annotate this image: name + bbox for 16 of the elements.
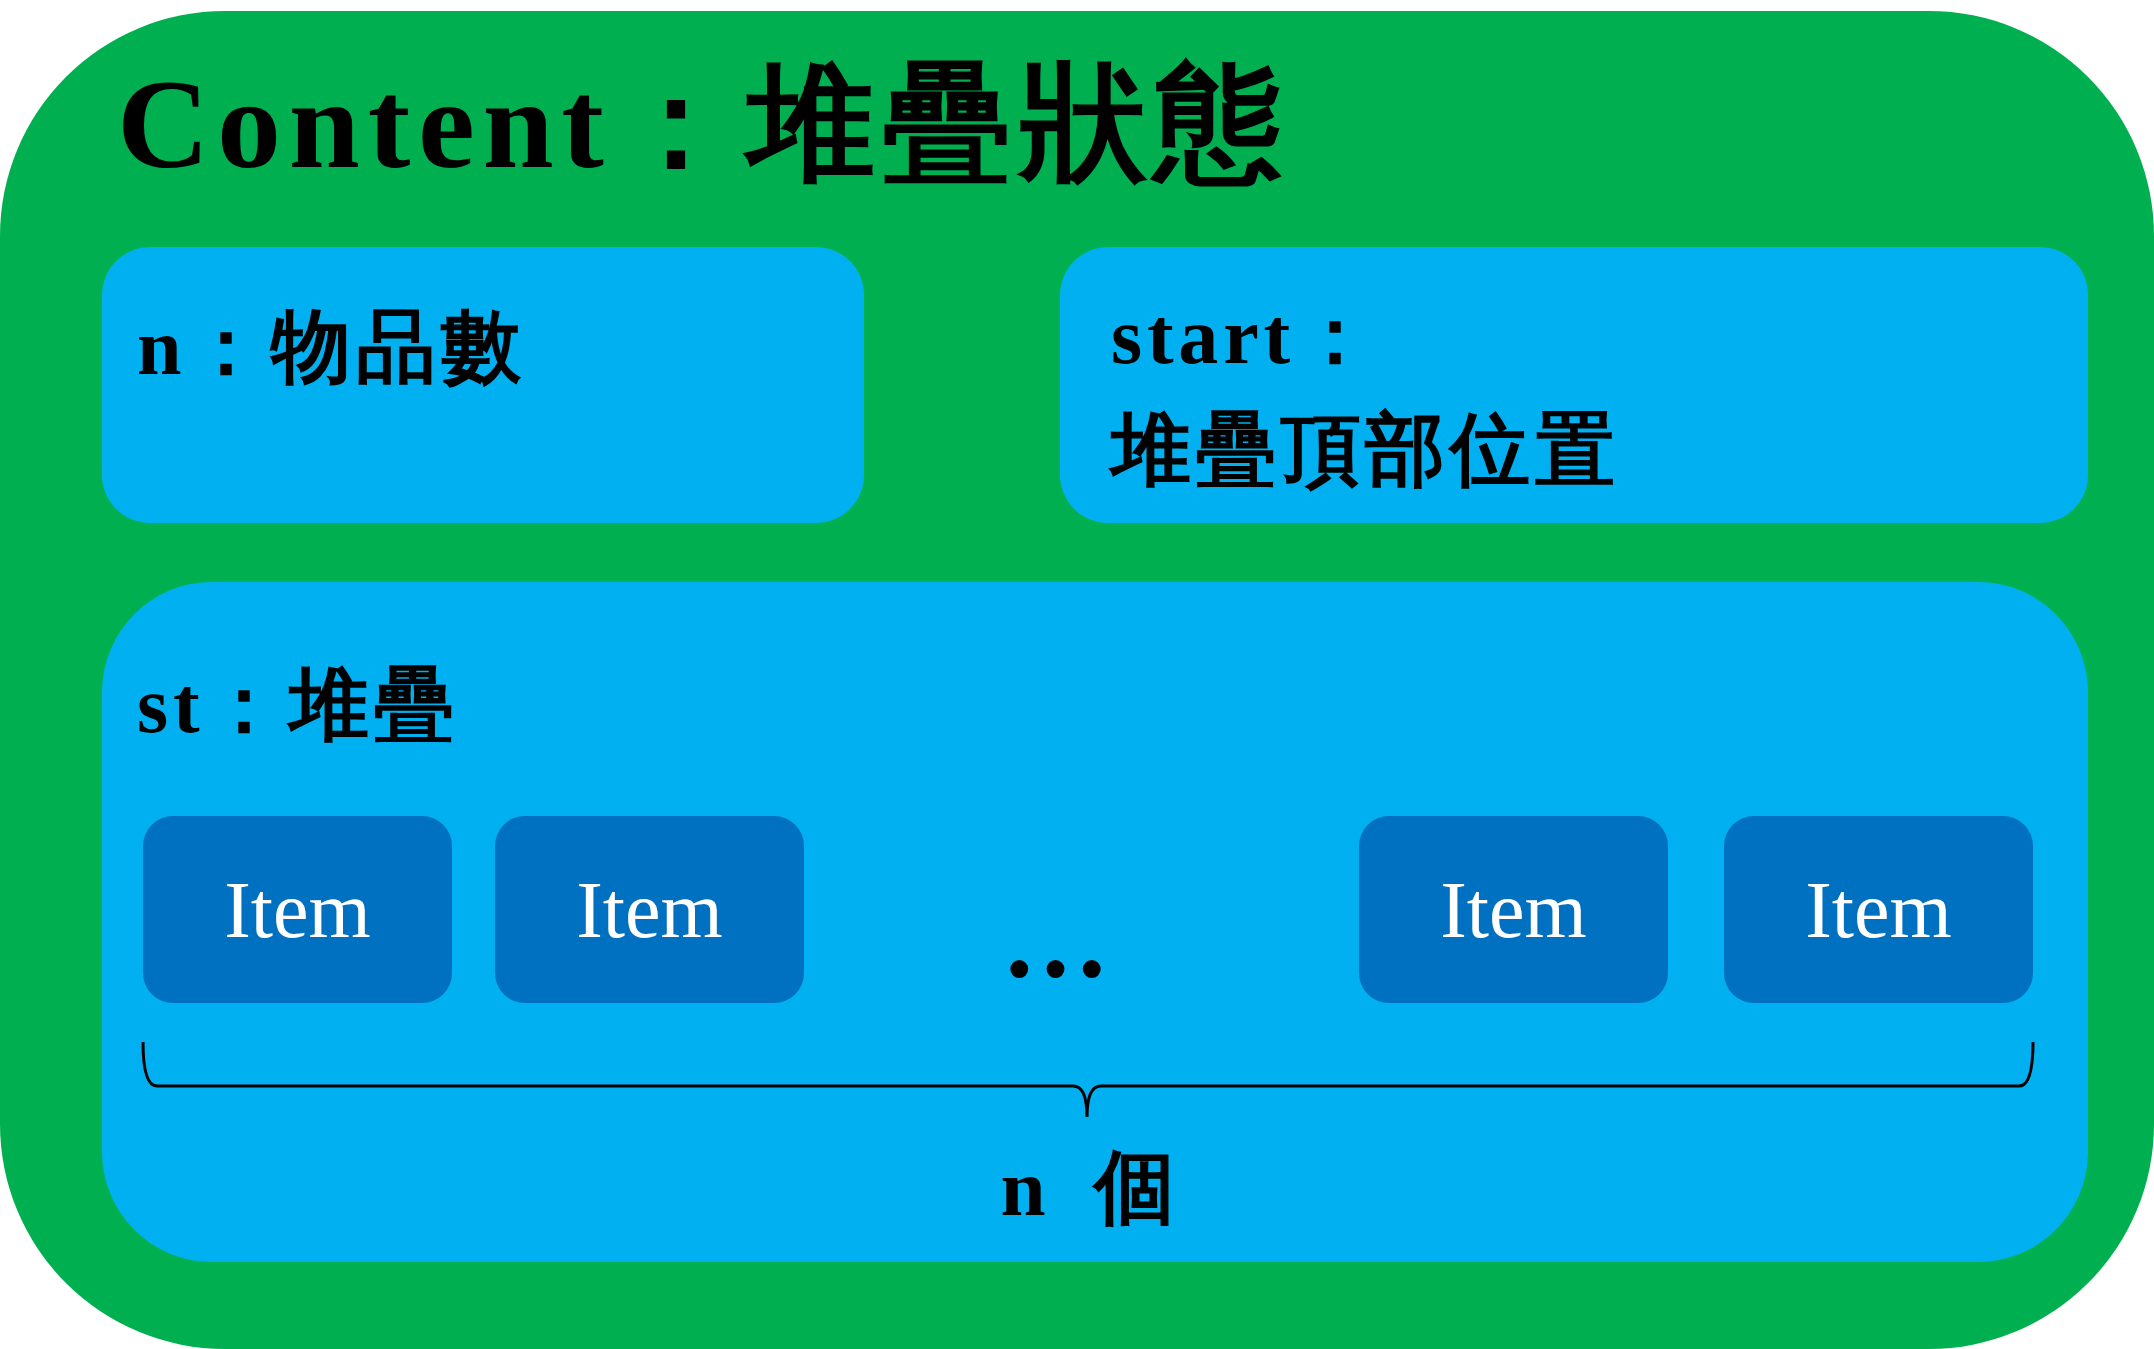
field-label: st：堆疊 <box>137 665 459 745</box>
item-label: Item <box>575 869 724 950</box>
field-box <box>1060 247 2088 523</box>
item-label: Item <box>1804 869 1953 950</box>
item-box <box>1359 816 1668 1003</box>
item-label: Item <box>1439 869 1588 950</box>
item-box <box>143 816 452 1003</box>
field-box <box>102 582 2088 1262</box>
item-box <box>1724 816 2033 1003</box>
item-box <box>495 816 804 1003</box>
field-label: n：物品數 <box>137 307 526 387</box>
ellipsis: ... <box>1005 884 1115 994</box>
field-box <box>102 247 864 523</box>
item-label: Item <box>223 869 372 950</box>
rounded-panel <box>0 11 2154 1349</box>
count-label: n 個 <box>1000 1148 1176 1229</box>
